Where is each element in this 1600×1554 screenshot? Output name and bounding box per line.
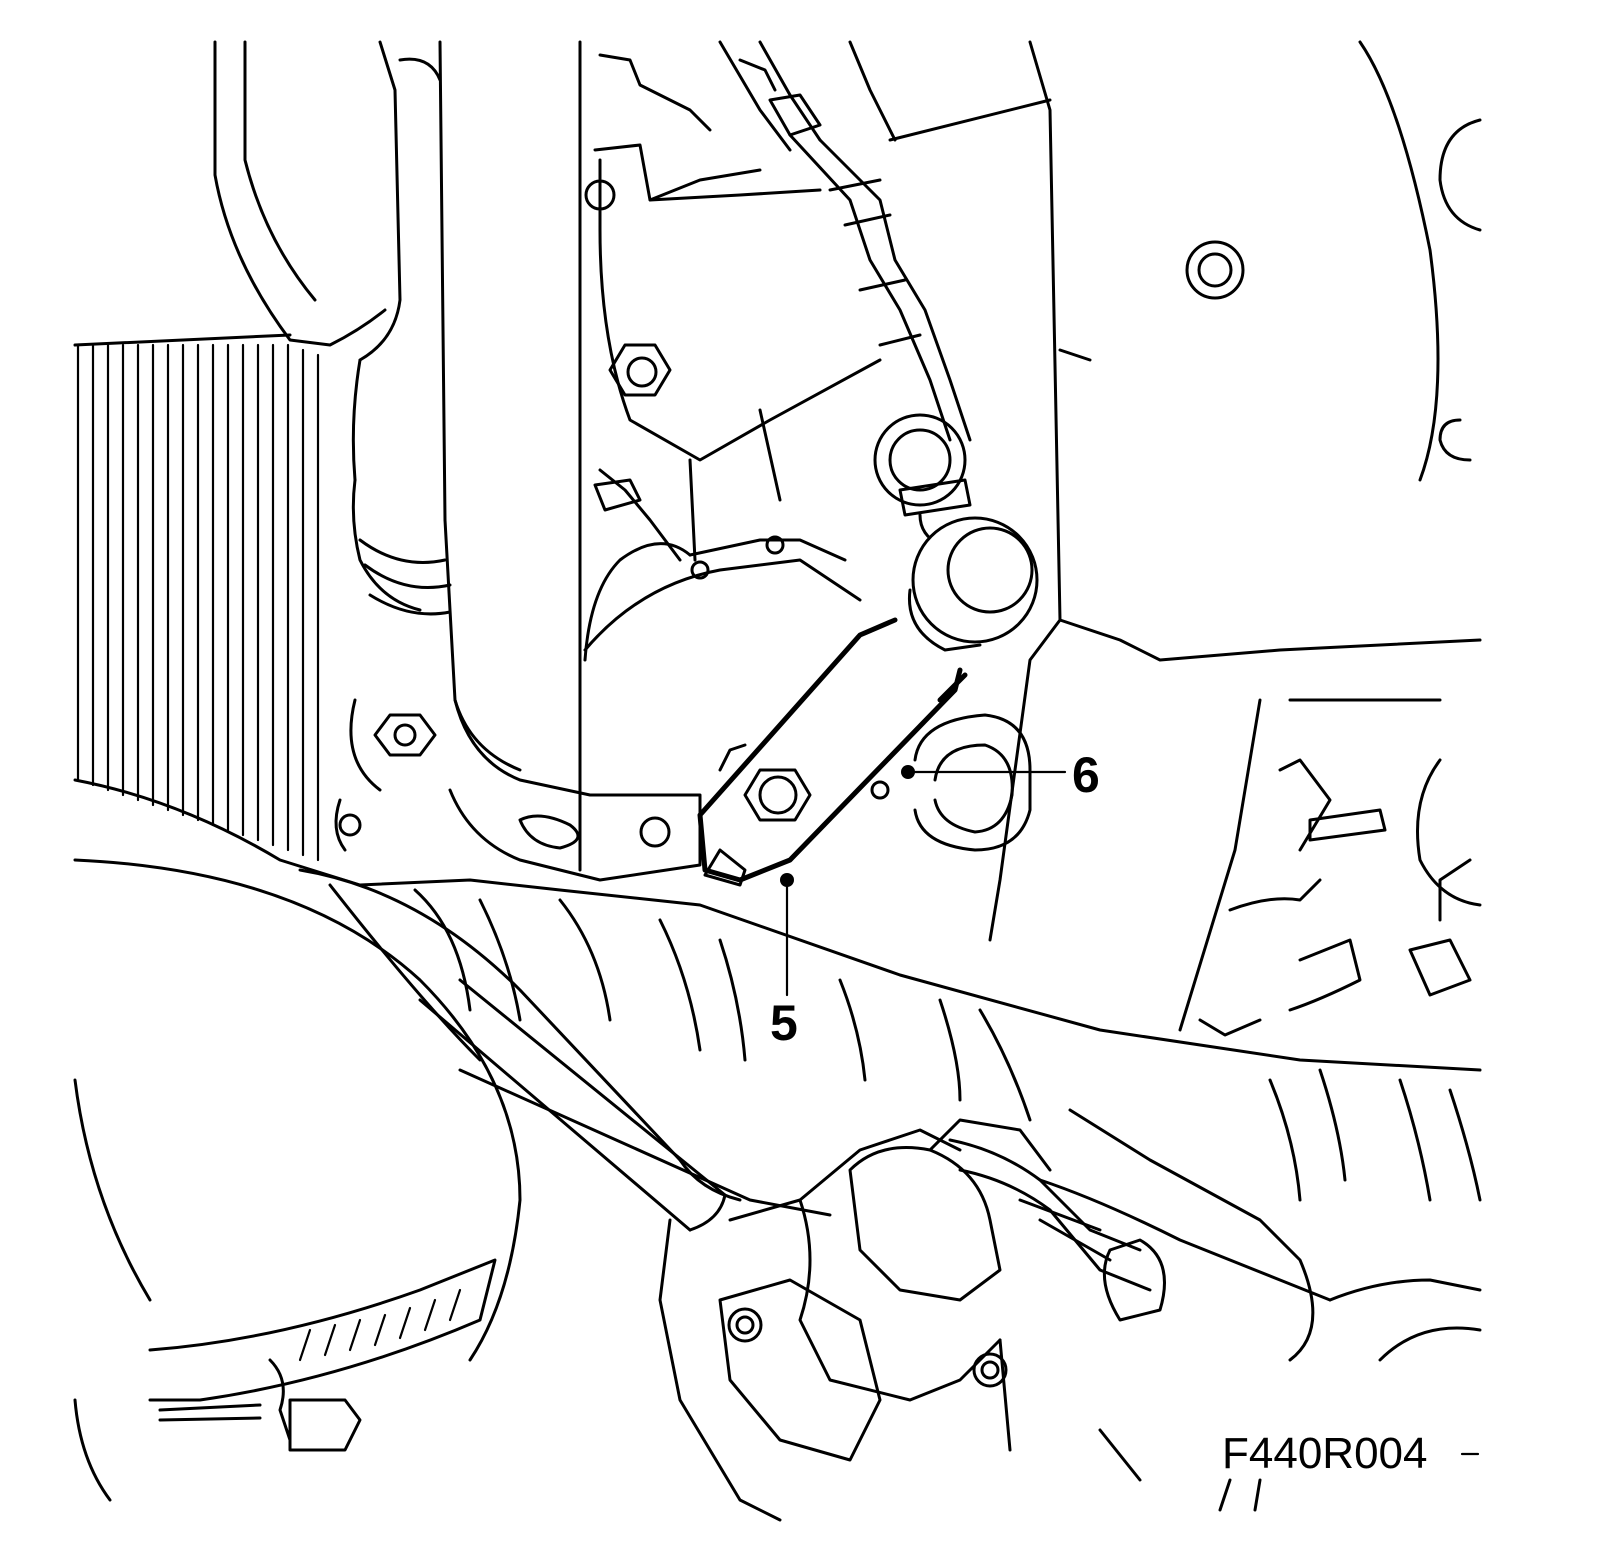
shift-cable [718,40,972,442]
callout-6-dot [901,765,915,779]
upper-bracket [584,53,882,462]
gearbox-housing [583,408,862,662]
bottom-right-misc [998,1278,1482,1512]
selector-shaft-nut [718,743,812,822]
mounting-strap [448,698,702,882]
hose-clamp-housing [73,858,522,1502]
vacuum-tube [418,978,727,1232]
callout-5-dot [780,873,794,887]
figure-code: F440R004 [1222,1429,1427,1478]
callout-leaders [780,765,1067,997]
selector-lever [697,617,968,887]
lever-ball-joint [873,413,1039,652]
bolt-left [334,698,437,852]
sensor-connector [658,1108,1332,1522]
callout-5-label: 5 [770,995,798,1051]
coolant-pipe [351,40,582,872]
callout-6-label: 6 [1072,747,1100,803]
right-panel [888,40,1482,942]
upper-left-hose [213,40,442,482]
lower-right-components [1178,698,1482,1037]
radiator-fins [73,333,320,862]
